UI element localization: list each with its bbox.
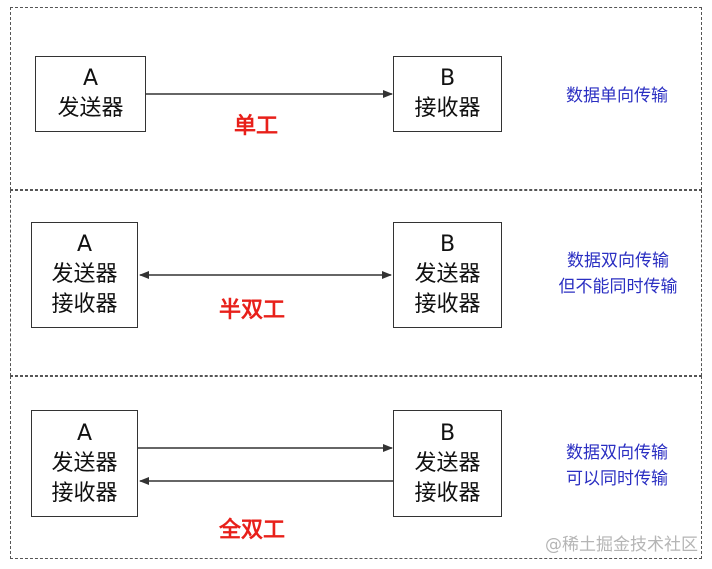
simplex-description: 数据单向传输 <box>552 83 682 109</box>
box-label-role-receiver: 接收器 <box>414 480 481 506</box>
simplex-receiver-box: B 接收器 <box>393 56 502 132</box>
description-line: 数据双向传输 <box>566 443 668 463</box>
box-label-role-sender: 发送器 <box>51 450 118 476</box>
half-duplex-right-box: B 发送器 接收器 <box>393 222 502 328</box>
description-line: 数据双向传输 <box>567 251 669 271</box>
box-label-role-sender: 发送器 <box>414 262 481 287</box>
description-line: 数据单向传输 <box>566 86 668 106</box>
box-label-role: 接收器 <box>414 96 481 121</box>
half-duplex-panel <box>10 190 702 376</box>
full-duplex-left-box: A 发送器 接收器 <box>31 410 138 517</box>
box-label-role-receiver: 接收器 <box>414 292 481 317</box>
simplex-sender-box: A 发送器 <box>35 56 146 132</box>
box-label-id: B <box>439 232 456 257</box>
box-label-id: A <box>82 66 99 91</box>
full-duplex-description: 数据双向传输 可以同时传输 <box>552 440 682 492</box>
box-label-id: B <box>439 66 456 91</box>
description-line: 可以同时传输 <box>566 469 668 489</box>
box-label-role-sender: 发送器 <box>414 450 481 476</box>
box-label-role-sender: 发送器 <box>51 262 118 287</box>
description-line: 但不能同时传输 <box>558 277 678 297</box>
full-duplex-mode-label: 全双工 <box>219 518 286 543</box>
simplex-panel <box>10 7 702 190</box>
full-duplex-panel <box>10 376 702 559</box>
box-label-role-receiver: 接收器 <box>51 480 118 506</box>
half-duplex-description: 数据双向传输 但不能同时传输 <box>548 248 688 300</box>
simplex-mode-label: 单工 <box>234 114 279 139</box>
half-duplex-left-box: A 发送器 接收器 <box>31 222 138 328</box>
box-label-id: A <box>76 232 93 257</box>
half-duplex-mode-label: 半双工 <box>219 298 286 323</box>
box-label-id: A <box>76 420 93 446</box>
box-label-role-receiver: 接收器 <box>51 292 118 317</box>
box-label-id: B <box>439 420 456 446</box>
watermark: @稀土掘金技术社区 <box>545 535 698 555</box>
box-label-role: 发送器 <box>57 96 124 121</box>
full-duplex-right-box: B 发送器 接收器 <box>393 410 502 517</box>
